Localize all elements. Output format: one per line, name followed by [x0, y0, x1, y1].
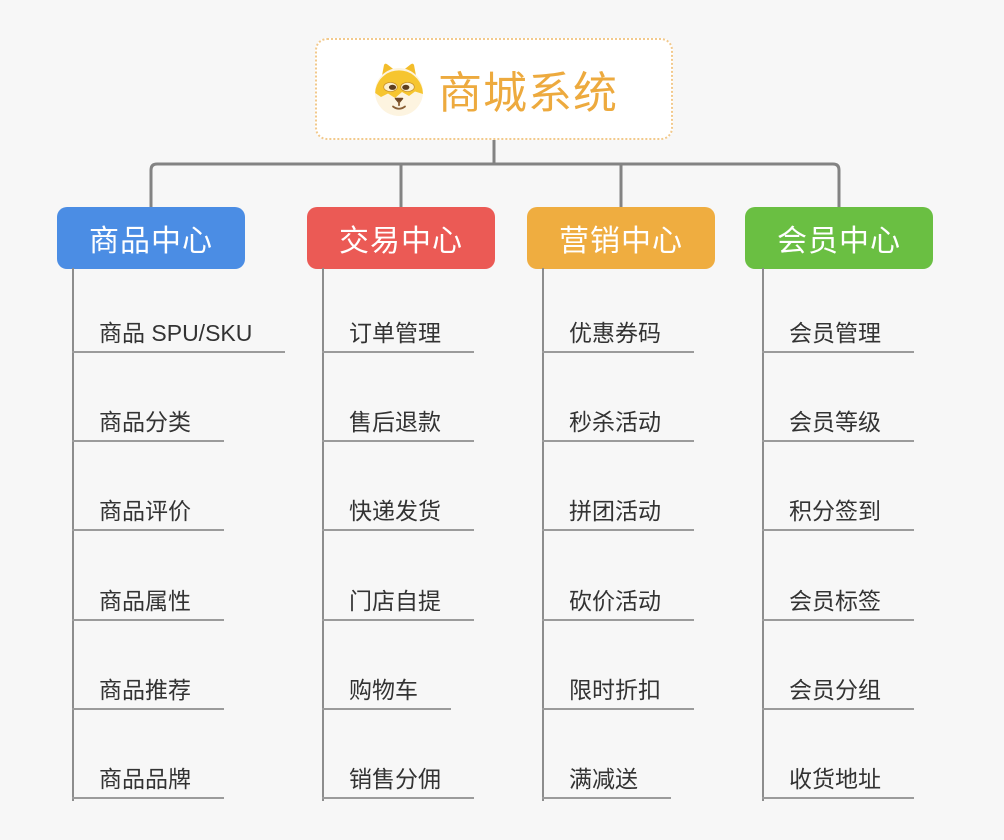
branch-header[interactable]: 营销中心	[527, 207, 715, 269]
doge-face-icon	[370, 61, 428, 117]
child-node-label: 商品分类	[72, 404, 224, 442]
child-node-label: 收货地址	[762, 761, 914, 799]
child-node-label: 商品属性	[72, 583, 224, 621]
child-node-label: 会员管理	[762, 315, 914, 353]
child-node-label: 会员分组	[762, 672, 914, 710]
child-node[interactable]: 商品分类	[72, 404, 224, 442]
child-node-label: 商品品牌	[72, 761, 224, 799]
root-title: 商城系统	[438, 69, 618, 118]
child-node-label: 销售分佣	[322, 761, 474, 799]
child-node[interactable]: 快递发货	[322, 493, 474, 531]
child-node-label: 限时折扣	[542, 672, 694, 710]
child-node-label: 快递发货	[322, 493, 474, 531]
child-node[interactable]: 商品属性	[72, 583, 224, 621]
child-node-label: 秒杀活动	[542, 404, 694, 442]
child-node[interactable]: 积分签到	[762, 493, 914, 531]
child-node-label: 优惠券码	[542, 315, 694, 353]
child-node[interactable]: 商品推荐	[72, 672, 224, 710]
child-node[interactable]: 商品评价	[72, 493, 224, 531]
child-node[interactable]: 销售分佣	[322, 761, 474, 799]
child-node[interactable]: 满减送	[542, 761, 671, 799]
branch-header[interactable]: 商品中心	[57, 207, 245, 269]
child-node[interactable]: 收货地址	[762, 761, 914, 799]
child-node[interactable]: 会员等级	[762, 404, 914, 442]
branch-header[interactable]: 交易中心	[307, 207, 495, 269]
child-node-label: 拼团活动	[542, 493, 694, 531]
branch-trunk-line	[322, 268, 324, 801]
child-node[interactable]: 砍价活动	[542, 583, 694, 621]
child-node[interactable]: 订单管理	[322, 315, 474, 353]
child-node[interactable]: 购物车	[322, 672, 451, 710]
root-node[interactable]: 商城系统	[315, 38, 673, 140]
child-node-label: 会员等级	[762, 404, 914, 442]
child-node[interactable]: 商品品牌	[72, 761, 224, 799]
child-node-label: 会员标签	[762, 583, 914, 621]
child-node[interactable]: 售后退款	[322, 404, 474, 442]
child-node[interactable]: 门店自提	[322, 583, 474, 621]
child-node[interactable]: 会员管理	[762, 315, 914, 353]
child-node-label: 积分签到	[762, 493, 914, 531]
branch-trunk-line	[72, 268, 74, 801]
child-node[interactable]: 会员分组	[762, 672, 914, 710]
branch-header[interactable]: 会员中心	[745, 207, 933, 269]
child-node-label: 购物车	[322, 672, 451, 710]
child-node[interactable]: 优惠券码	[542, 315, 694, 353]
child-node-label: 商品推荐	[72, 672, 224, 710]
child-node-label: 商品评价	[72, 493, 224, 531]
child-node[interactable]: 商品 SPU/SKU	[72, 315, 286, 353]
child-node[interactable]: 会员标签	[762, 583, 914, 621]
child-node[interactable]: 拼团活动	[542, 493, 694, 531]
child-node[interactable]: 限时折扣	[542, 672, 694, 710]
branch-trunk-line	[762, 268, 764, 801]
child-node-label: 商品 SPU/SKU	[72, 315, 286, 353]
branch-trunk-line	[542, 268, 544, 801]
child-node[interactable]: 秒杀活动	[542, 404, 694, 442]
child-node-label: 订单管理	[322, 315, 474, 353]
child-node-label: 满减送	[542, 761, 671, 799]
child-node-label: 售后退款	[322, 404, 474, 442]
child-node-label: 门店自提	[322, 583, 474, 621]
child-node-label: 砍价活动	[542, 583, 694, 621]
